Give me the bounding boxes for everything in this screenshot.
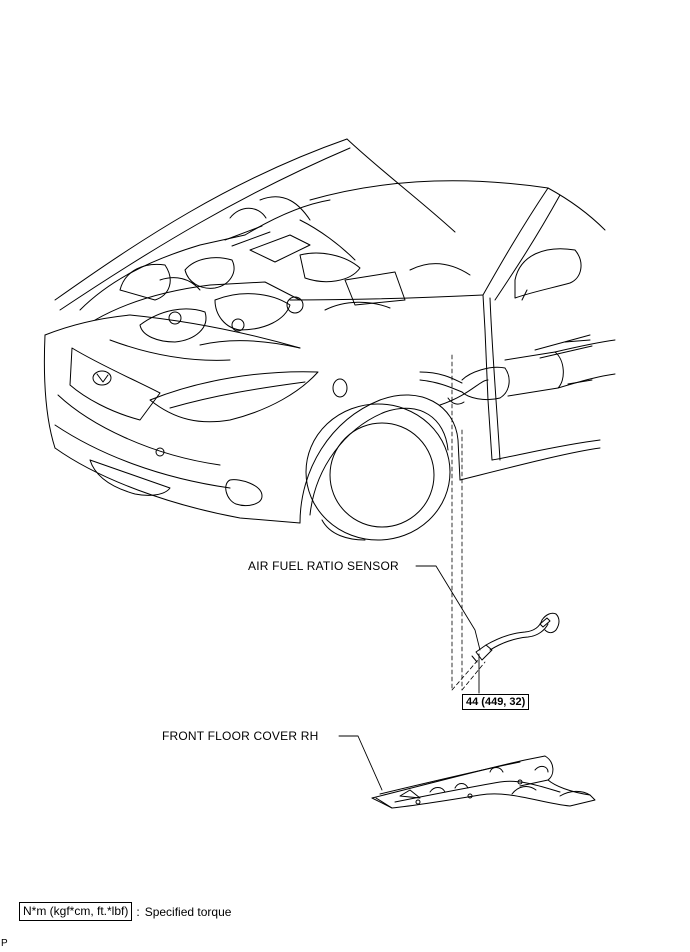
assembly-dashed-lines <box>451 354 486 691</box>
exhaust-system <box>419 334 616 405</box>
legend-description: Specified torque <box>144 904 232 919</box>
torque-legend: N*m (kgf*cm, ft.*lbf) : Specified torque <box>19 902 231 921</box>
front-floor-cover-rh <box>371 755 596 809</box>
floor-cover-leader-line <box>338 735 383 791</box>
leader-lines <box>338 565 481 791</box>
legend-units-box: N*m (kgf*cm, ft.*lbf) <box>19 902 133 921</box>
air-fuel-ratio-sensor <box>471 612 560 663</box>
corner-mark: P <box>1 938 8 949</box>
engine-bay <box>79 196 471 361</box>
torque-spec-box: 44 (449, 32) <box>462 694 530 710</box>
sensor-leader-line <box>415 565 481 651</box>
air-fuel-ratio-sensor-label: AIR FUEL RATIO SENSOR <box>248 559 399 573</box>
front-floor-cover-rh-label: FRONT FLOOR COVER RH <box>162 729 319 743</box>
car-body <box>43 138 606 541</box>
legend-separator: : <box>136 904 140 919</box>
